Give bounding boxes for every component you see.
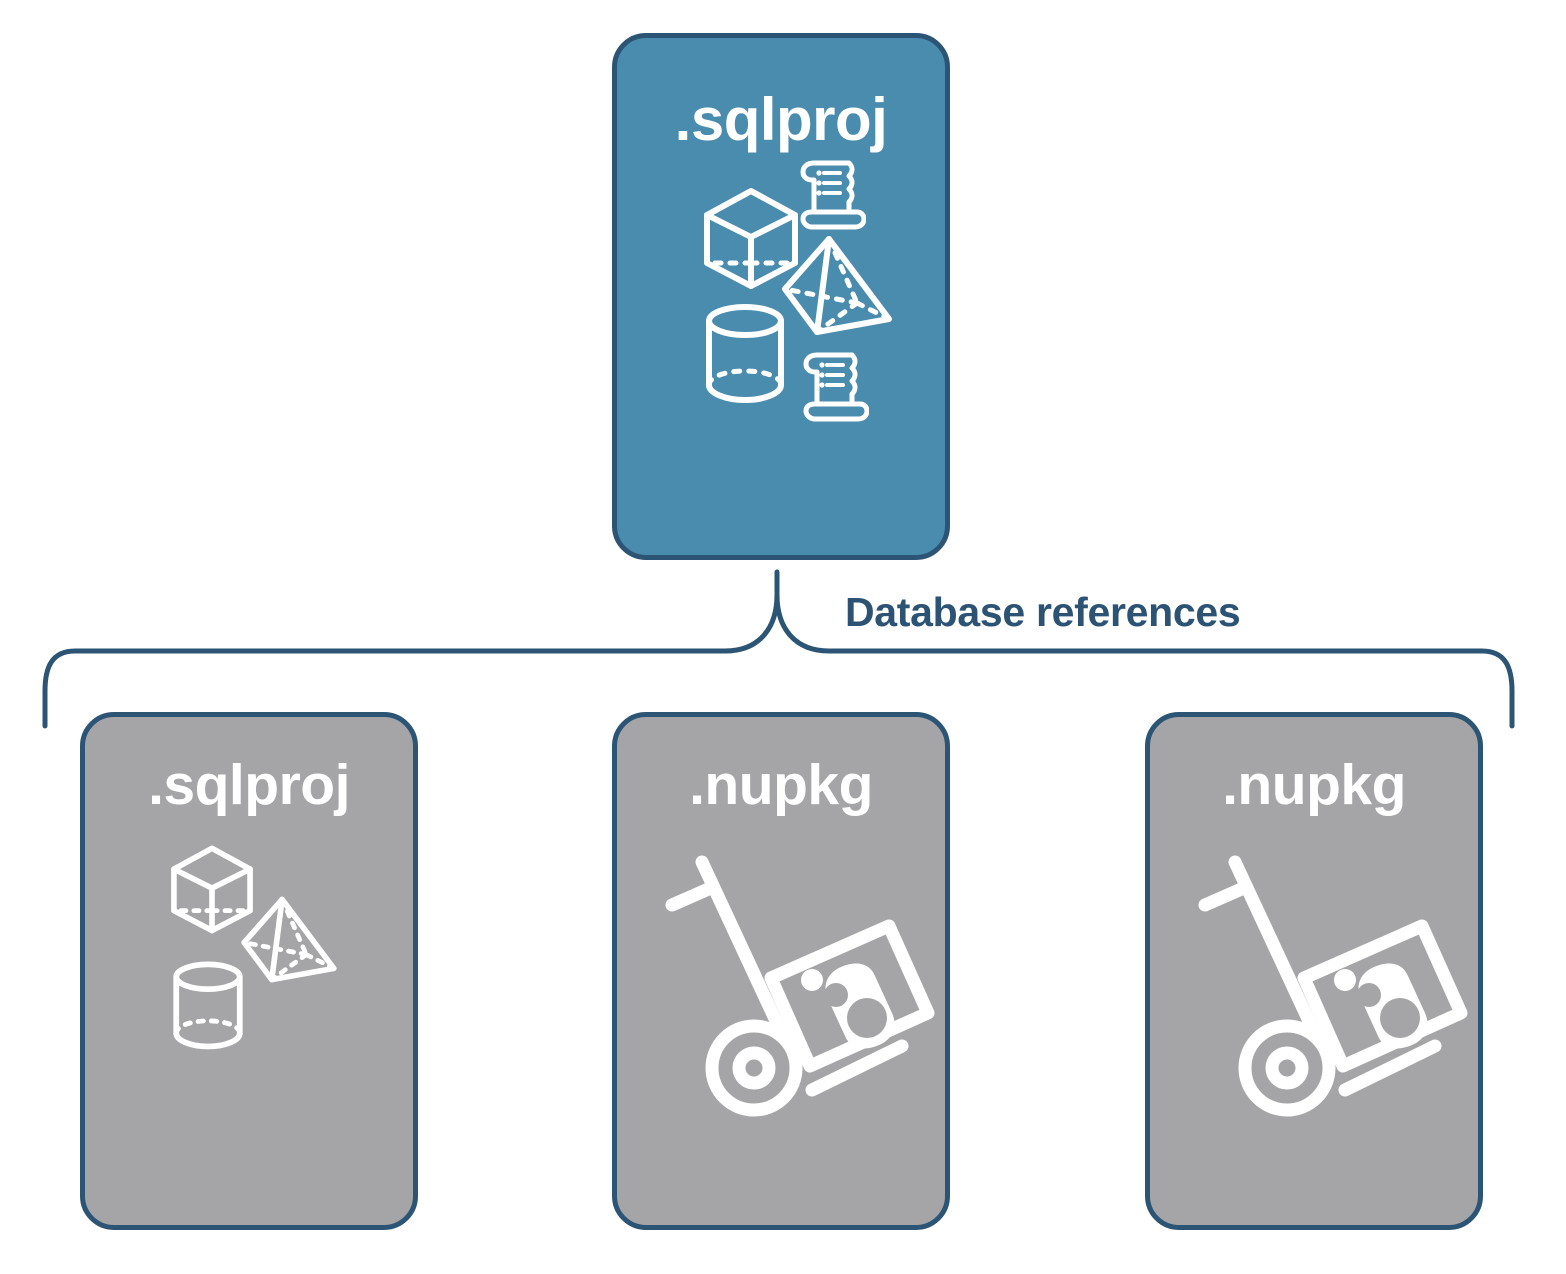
pyramid-wireframe-icon [239, 894, 339, 985]
cube-wireframe-icon [699, 185, 803, 291]
scroll-script-icon [797, 345, 869, 423]
node-icon-group [1150, 814, 1478, 1225]
node-icon-group [617, 150, 945, 555]
node-title: .nupkg [689, 753, 873, 817]
node-sqlproj-source[interactable]: .sqlproj [612, 33, 950, 560]
cube-wireframe-icon [167, 843, 257, 935]
node-nupkg-reference-2[interactable]: .nupkg [1145, 712, 1483, 1230]
node-nupkg-reference-1[interactable]: .nupkg [612, 712, 950, 1230]
cylinder-wireframe-icon [170, 960, 246, 1050]
node-title: .sqlproj [674, 86, 888, 153]
cylinder-wireframe-icon [702, 302, 788, 404]
pyramid-wireframe-icon [779, 233, 895, 338]
hand-truck-package-icon [1188, 850, 1468, 1120]
node-icon-group [85, 814, 413, 1225]
node-title: .nupkg [1222, 753, 1406, 817]
node-sqlproj-reference[interactable]: .sqlproj [80, 712, 418, 1230]
scroll-script-icon [794, 153, 866, 231]
hand-truck-package-icon [655, 850, 935, 1120]
node-icon-group [617, 814, 945, 1225]
connector-label: Database references [845, 589, 1241, 635]
node-title: .sqlproj [148, 753, 350, 817]
